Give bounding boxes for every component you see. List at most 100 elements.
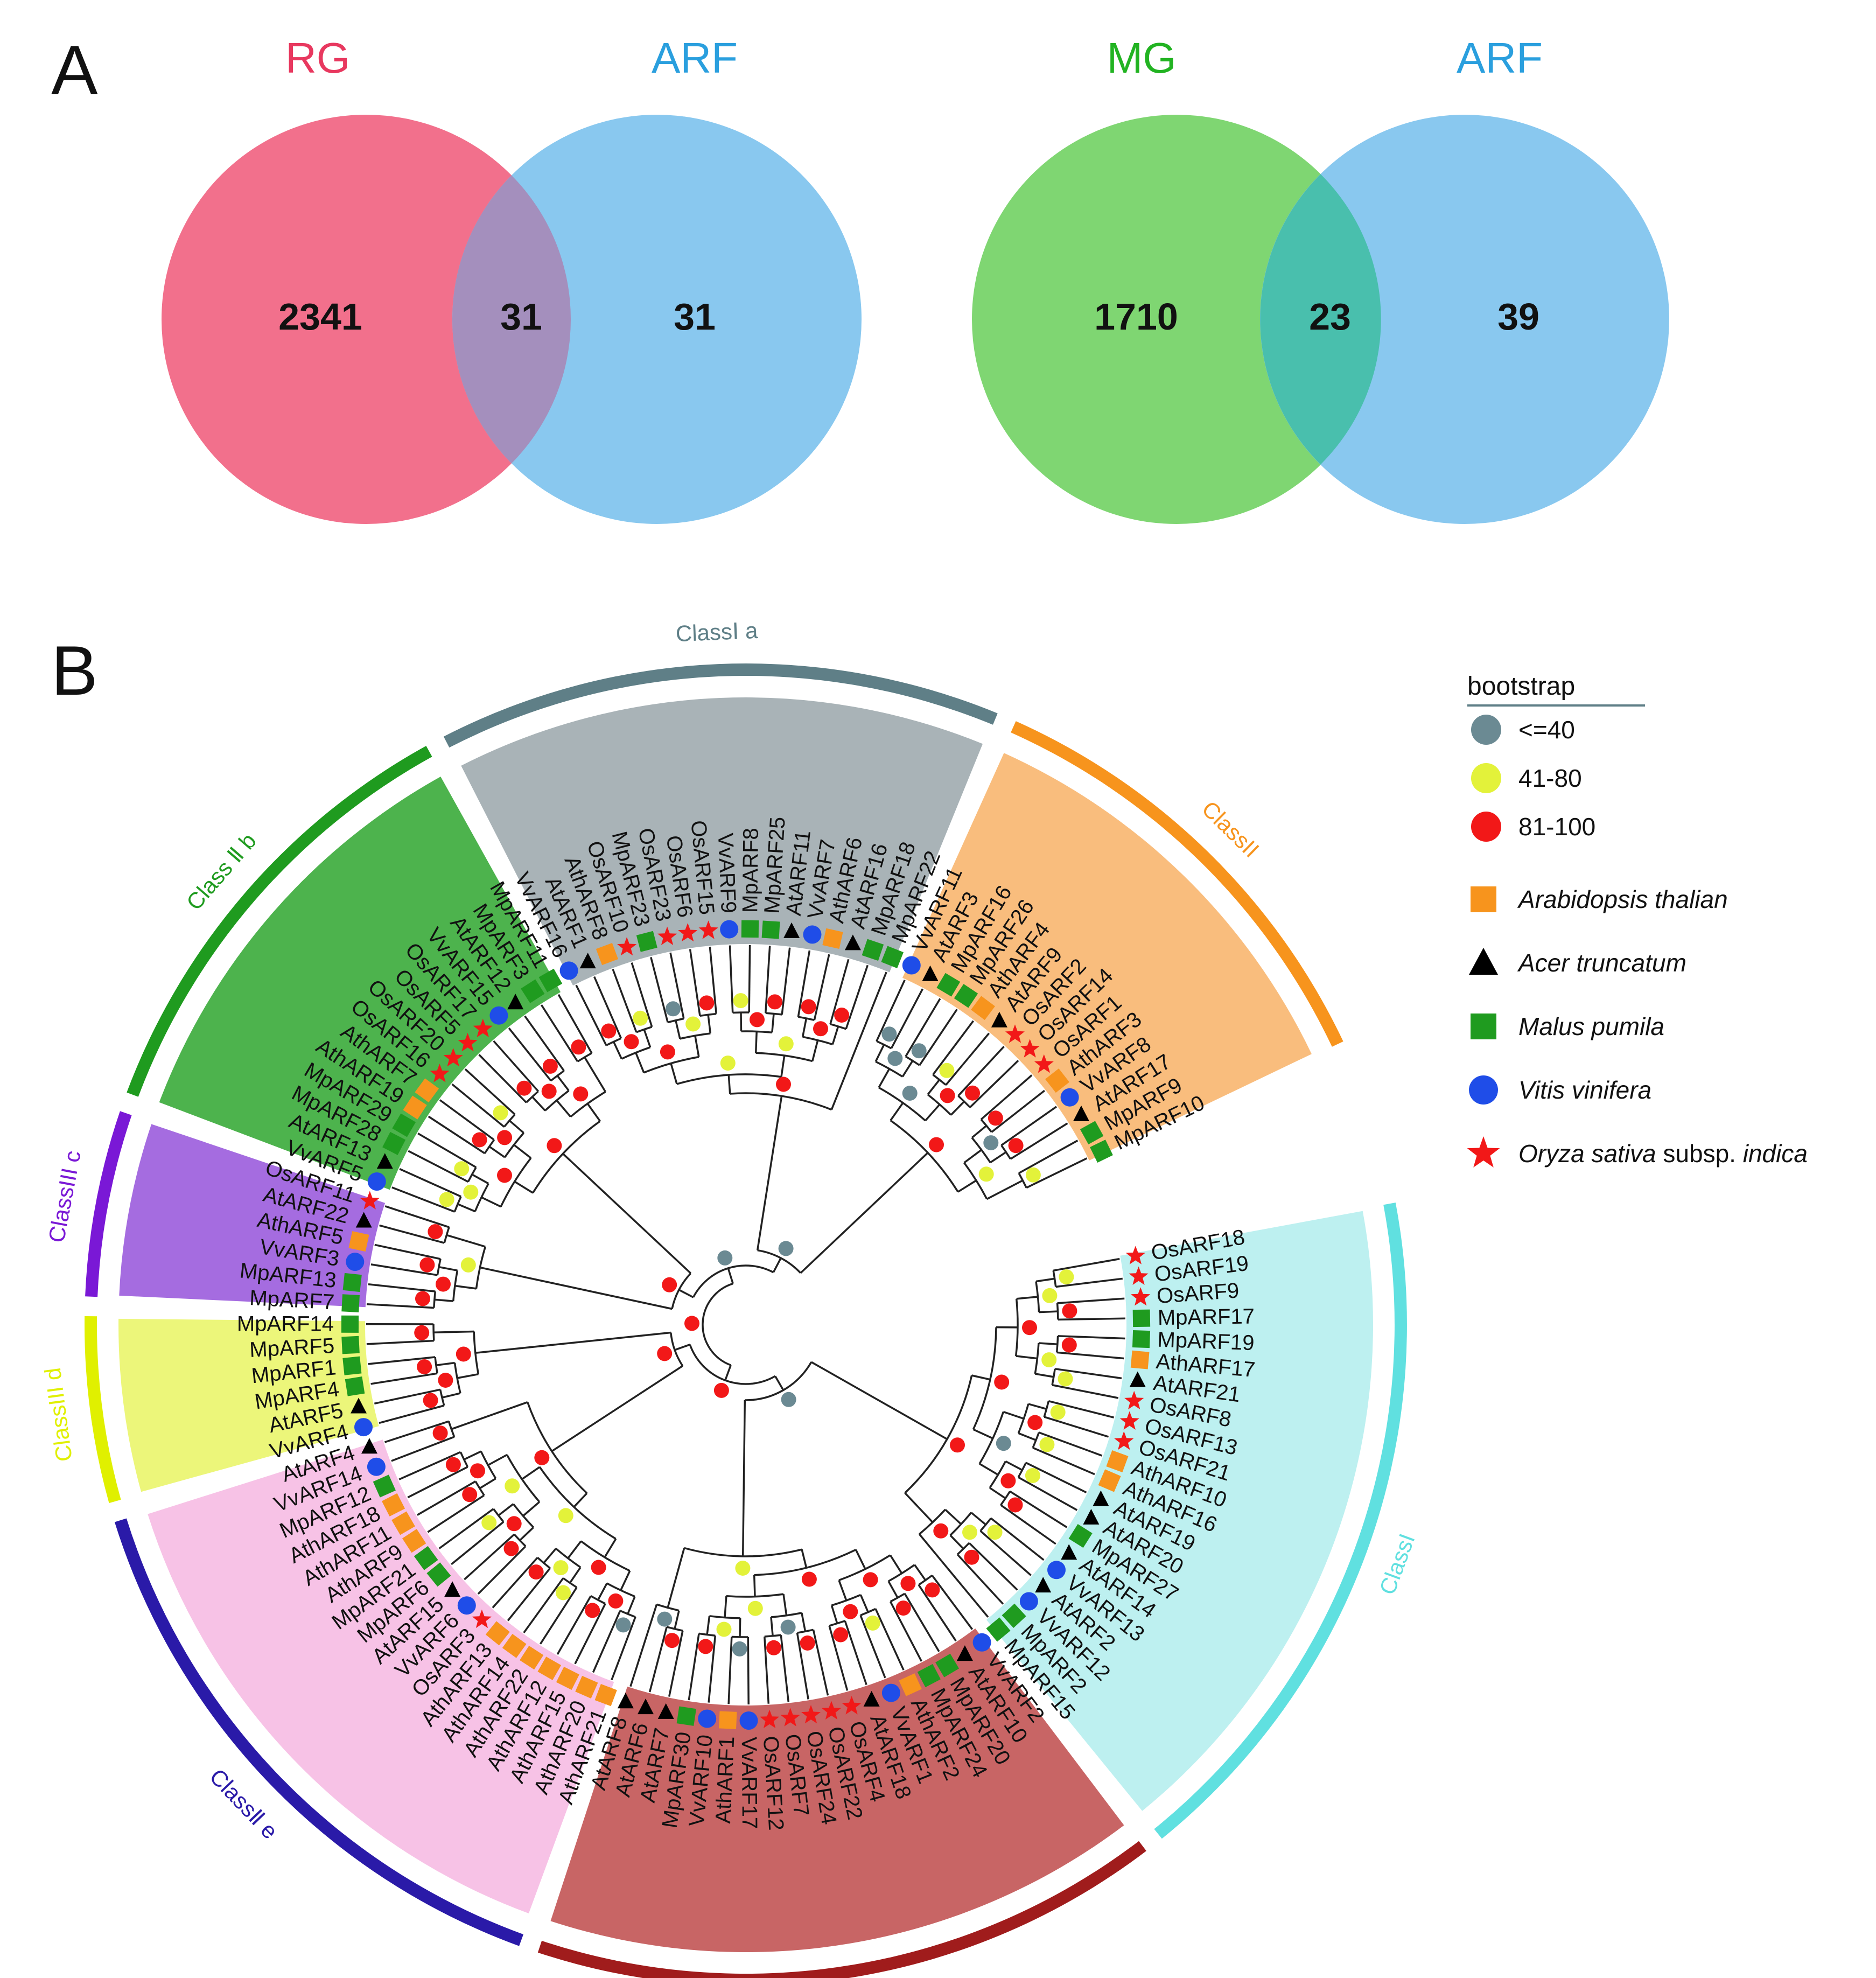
species-legend-label: Acer truncatum <box>1517 949 1686 977</box>
bootstrap-node <box>843 1604 858 1619</box>
bootstrap-node <box>1050 1404 1066 1420</box>
oryza-star-marker <box>1020 1039 1040 1058</box>
bootstrap-node <box>1025 1167 1041 1183</box>
bootstrap-node <box>962 1525 977 1540</box>
bootstrap-node <box>865 1615 880 1631</box>
oryza-star-marker <box>1119 1411 1139 1430</box>
venn-diagram-rg-arf: RG ARF 2341 31 31 <box>162 34 862 524</box>
oryza-star-marker <box>1125 1246 1145 1264</box>
arabidopsis-square-marker <box>594 1684 617 1707</box>
bootstrap-node <box>881 1026 897 1042</box>
bootstrap-node <box>781 1392 796 1407</box>
leaf-label: MpARF19 <box>1157 1328 1255 1355</box>
arabidopsis-square-marker <box>402 1529 426 1553</box>
clade-bands <box>118 697 1374 1953</box>
bootstrap-node <box>506 1516 522 1532</box>
bootstrap-legend-label: 81-100 <box>1518 813 1595 841</box>
oryza-star-marker <box>458 1033 478 1052</box>
arabidopsis-square-marker <box>1045 1068 1069 1093</box>
vitis-circle-marker <box>1019 1592 1038 1611</box>
bootstrap-node <box>585 1603 600 1618</box>
bootstrap-node <box>528 1564 544 1580</box>
acer-triangle-marker <box>1093 1490 1109 1506</box>
bootstrap-node <box>662 1277 677 1292</box>
acer-triangle-marker <box>376 1153 393 1169</box>
bootstrap-node <box>684 1316 699 1331</box>
bootstrap-node <box>558 1508 573 1523</box>
oryza-star-marker <box>678 923 698 942</box>
vitis-circle-marker <box>972 1633 991 1652</box>
bootstrap-node <box>732 1641 747 1657</box>
bootstrap-node <box>415 1291 430 1306</box>
malus-square-marker <box>954 984 978 1008</box>
bootstrap-node <box>503 1541 519 1556</box>
clade-band-class-b <box>159 777 561 1190</box>
species-legend-label: Vitis vinifera <box>1518 1076 1651 1104</box>
leaf-label: MpARF14 <box>237 1312 334 1336</box>
leaf-label: VvARF9 <box>713 833 740 914</box>
vitis-circle-marker <box>354 1418 373 1437</box>
oryza-star-marker <box>430 1064 450 1082</box>
vitis-circle-marker <box>489 1006 508 1025</box>
malus-square-marker <box>1132 1309 1151 1327</box>
clade-band-class-a <box>461 697 983 985</box>
oryza-star-marker <box>443 1048 463 1067</box>
bootstrap-node <box>470 1463 485 1479</box>
bootstrap-node <box>716 1621 732 1637</box>
vitis-circle-marker <box>739 1711 758 1730</box>
bootstrap-node <box>505 1478 520 1494</box>
malus-square-marker <box>341 1315 359 1333</box>
bootstrap-node <box>664 1633 680 1648</box>
leaf-label: OsARF9 <box>1156 1278 1240 1308</box>
bootstrap-node <box>666 1001 681 1017</box>
oryza-star-marker <box>1129 1266 1149 1285</box>
venn-diagram-mg-arf: MG ARF 1710 23 39 <box>972 34 1669 524</box>
malus-square-marker <box>862 939 884 961</box>
venn-overlap <box>452 175 571 464</box>
bootstrap-node <box>778 1241 794 1256</box>
arabidopsis-square-marker <box>556 1667 579 1690</box>
acer-triangle-marker <box>1061 1544 1077 1560</box>
bootstrap-node <box>733 993 748 1009</box>
bootstrap-node <box>1041 1352 1057 1368</box>
bootstrap-node <box>933 1523 949 1539</box>
bootstrap-node <box>801 1571 817 1587</box>
arabidopsis-square-marker <box>575 1675 598 1699</box>
vitis-circle-marker <box>1047 1561 1066 1579</box>
vitis-circle-marker <box>346 1253 365 1271</box>
venn-right-count: 39 <box>1497 296 1539 338</box>
bootstrap-node <box>964 1549 979 1565</box>
bootstrap-node <box>497 1168 512 1183</box>
vitis-circle-marker <box>698 1709 717 1728</box>
bootstrap-node <box>983 1135 999 1151</box>
bootstrap-node <box>445 1457 461 1472</box>
bootstrap-node <box>800 1635 815 1651</box>
arabidopsis-square-marker <box>415 1078 439 1103</box>
legend-title: bootstrap <box>1467 672 1575 701</box>
malus-square-marker <box>761 920 780 939</box>
arabidopsis-square-marker <box>1098 1469 1121 1492</box>
venn-overlap <box>1260 174 1381 465</box>
bootstrap-node <box>801 999 816 1015</box>
bootstrap-node <box>423 1393 438 1408</box>
clade-label-class-a: ClassⅠ a <box>675 618 759 646</box>
species-legend-triangle-icon <box>1469 948 1498 975</box>
leaf-label: AthARF1 <box>711 1736 739 1824</box>
venn-left-circle <box>162 115 571 524</box>
bootstrap-node <box>438 1373 453 1388</box>
bootstrap-node <box>988 1110 1003 1126</box>
venn-left-circle <box>972 115 1381 524</box>
acer-triangle-marker <box>507 994 524 1010</box>
acer-triangle-marker <box>361 1438 377 1454</box>
bootstrap-node <box>1062 1303 1077 1319</box>
malus-square-marker <box>414 1546 438 1570</box>
arabidopsis-square-marker <box>971 996 995 1021</box>
bootstrap-node <box>542 1058 558 1074</box>
malus-square-marker <box>341 1294 360 1312</box>
panel-label-b: B <box>51 631 98 710</box>
clade-arc-classiii-c <box>85 1111 132 1297</box>
malus-square-marker <box>426 1562 451 1587</box>
arabidopsis-square-marker <box>502 1634 527 1658</box>
arabidopsis-square-marker <box>537 1657 562 1680</box>
clade-label-classiii-c: ClassIII c <box>44 1149 86 1245</box>
